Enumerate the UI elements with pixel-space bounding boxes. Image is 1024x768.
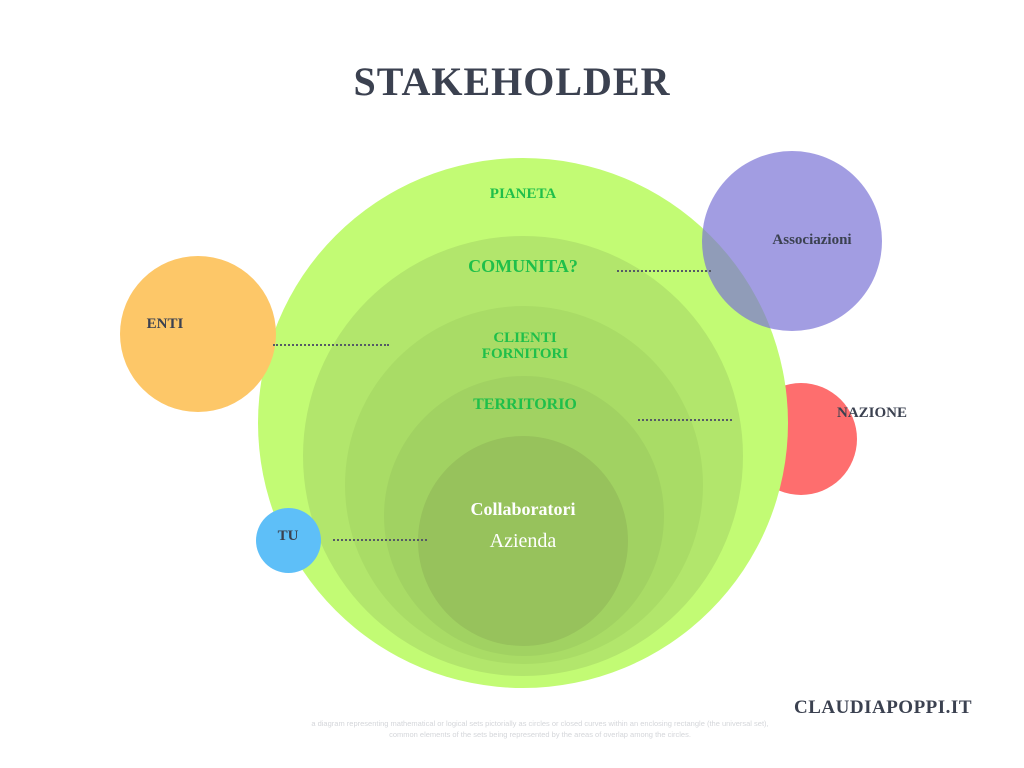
label-clienti: CLIENTI (493, 330, 557, 346)
label-azienda: Azienda (489, 530, 557, 552)
leader-line-nazione (638, 419, 732, 421)
label-collaboratori: Collaboratori (470, 499, 576, 519)
leader-line-tu (333, 539, 427, 541)
label-associazioni: Associazioni (772, 232, 852, 248)
label-tu: TU (277, 528, 299, 544)
label-pianeta: PIANETA (489, 186, 557, 202)
circle-associazioni (702, 151, 882, 331)
diagram-caption: a diagram representing mathematical or l… (311, 719, 769, 739)
label-territorio: TERRITORIO (473, 396, 577, 413)
label-enti: ENTI (146, 316, 184, 332)
label-fornitori: FORNITORI (481, 346, 569, 362)
label-nazione: NAZIONE (836, 405, 907, 421)
leader-line-enti (273, 344, 389, 346)
circle-tu (256, 508, 321, 573)
page-title: STAKEHOLDER (353, 59, 671, 104)
leader-line-associazioni (617, 270, 711, 272)
circle-enti (120, 256, 276, 412)
circle-azienda (418, 436, 628, 646)
brand-label: CLAUDIAPOPPI.IT (794, 697, 972, 718)
label-comunita: COMUNITA? (468, 256, 578, 276)
